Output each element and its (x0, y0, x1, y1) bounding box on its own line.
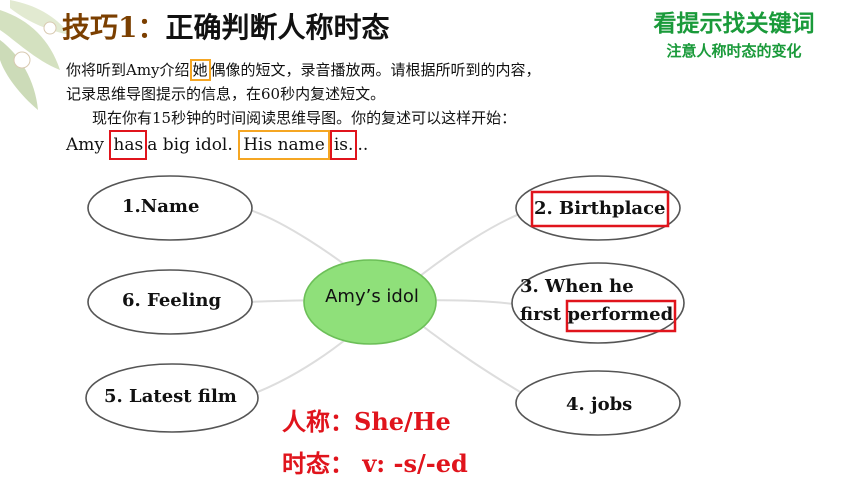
node-label-performed: performed (567, 304, 674, 325)
summary-tense: 时态： v: -s/-ed (282, 449, 468, 478)
node-feeling (87, 269, 253, 335)
node-label-when: 3. When he (520, 276, 634, 297)
starter-word: Amy (66, 135, 105, 155)
title-main: 正确判断人称时态 (165, 11, 390, 44)
node-jobs (515, 370, 681, 436)
hint-sub: 注意人称时态的变化 (666, 42, 802, 60)
summary-person: 人称：She/He (282, 407, 451, 436)
node-label-first: first (520, 304, 562, 325)
verb-has-highlight: has (109, 130, 148, 160)
center-node (303, 259, 437, 345)
his-name-highlight: His name (238, 130, 330, 160)
instruction-text-a: 你将听到Amy介绍 (66, 61, 190, 79)
mind-map (85, 175, 685, 436)
pronoun-highlight: 她 (189, 59, 211, 81)
hint-main: 看提示找关键词 (653, 11, 815, 37)
node-latest-film (85, 363, 259, 433)
verb-is-highlight: is. (329, 130, 358, 160)
node-label-first-performed: first performed (520, 304, 673, 325)
node-label-name: 1.Name (122, 196, 200, 217)
instruction-line-3: 现在你有15秒钟的时间阅读思维导图。你的复述可以这样开始： (92, 109, 517, 127)
center-label: Amy’s idol (325, 286, 419, 307)
page-title: 技巧1：正确判断人称时态 (62, 6, 390, 50)
performed-highlight (565, 299, 677, 333)
node-label-latest-film: 5. Latest film (104, 386, 237, 407)
starter-word: name (277, 135, 325, 155)
leaf-decoration-icon (0, 0, 70, 110)
birthplace-highlight (530, 190, 670, 228)
instruction-text-b: 偶像的短文，录音播放两。请根据所听到的内容， (210, 61, 541, 79)
starter-word: His (243, 135, 273, 155)
node-label-birthplace: 2. Birthplace (534, 198, 666, 219)
title-prefix: 技巧1： (62, 11, 166, 44)
node-label-feeling: 6. Feeling (122, 290, 222, 311)
instruction-line-2: 记录思维导图提示的信息，在60秒内复述短文。 (66, 85, 386, 103)
instruction-line-1: 你将听到Amy介绍她偶像的短文，录音播放两。请根据所听到的内容， (66, 59, 541, 81)
node-name (87, 175, 253, 241)
node-when-performed (511, 262, 685, 344)
starter-word: .. (357, 135, 369, 155)
node-label-jobs: 4. jobs (566, 394, 633, 415)
starter-word: a big idol. (147, 135, 233, 155)
